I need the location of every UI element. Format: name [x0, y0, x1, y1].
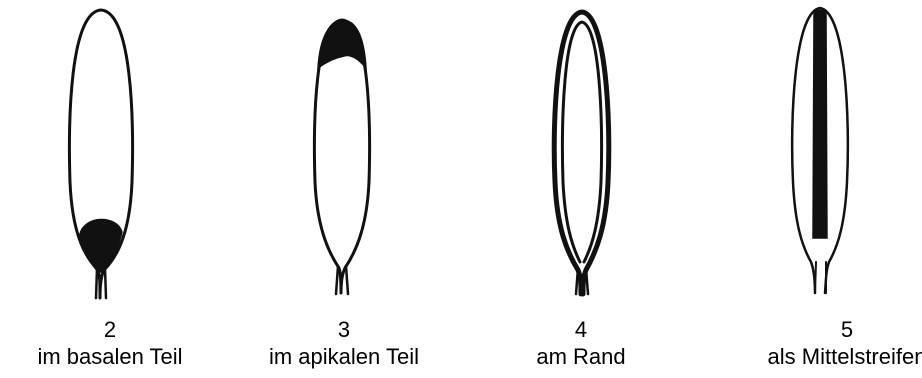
leaf-midstripe: [792, 8, 848, 293]
caption-margin: 4 am Rand: [471, 316, 691, 370]
leaf-basal: [69, 10, 132, 298]
leaf-drawings: [0, 0, 922, 310]
caption-label: im basalen Teil: [0, 343, 220, 370]
caption-label: im apikalen Teil: [234, 343, 454, 370]
caption-basal: 2 im basalen Teil: [0, 316, 220, 370]
caption-number: 3: [234, 316, 454, 343]
caption-number: 2: [0, 316, 220, 343]
caption-label: als Mittelstreifen: [737, 343, 922, 370]
leaf-midstripe-pigment: [813, 10, 827, 238]
caption-number: 5: [737, 316, 922, 343]
leaf-apical: [314, 20, 369, 294]
caption-number: 4: [471, 316, 691, 343]
leaf-margin-outline-inner: [562, 22, 601, 262]
leaf-margin: [554, 12, 609, 294]
caption-label: am Rand: [471, 343, 691, 370]
caption-apical: 3 im apikalen Teil: [234, 316, 454, 370]
leaf-apical-pigment: [318, 20, 366, 68]
leaf-basal-pigment: [80, 219, 122, 272]
caption-midstripe: 5 als Mittelstreifen: [737, 316, 922, 370]
